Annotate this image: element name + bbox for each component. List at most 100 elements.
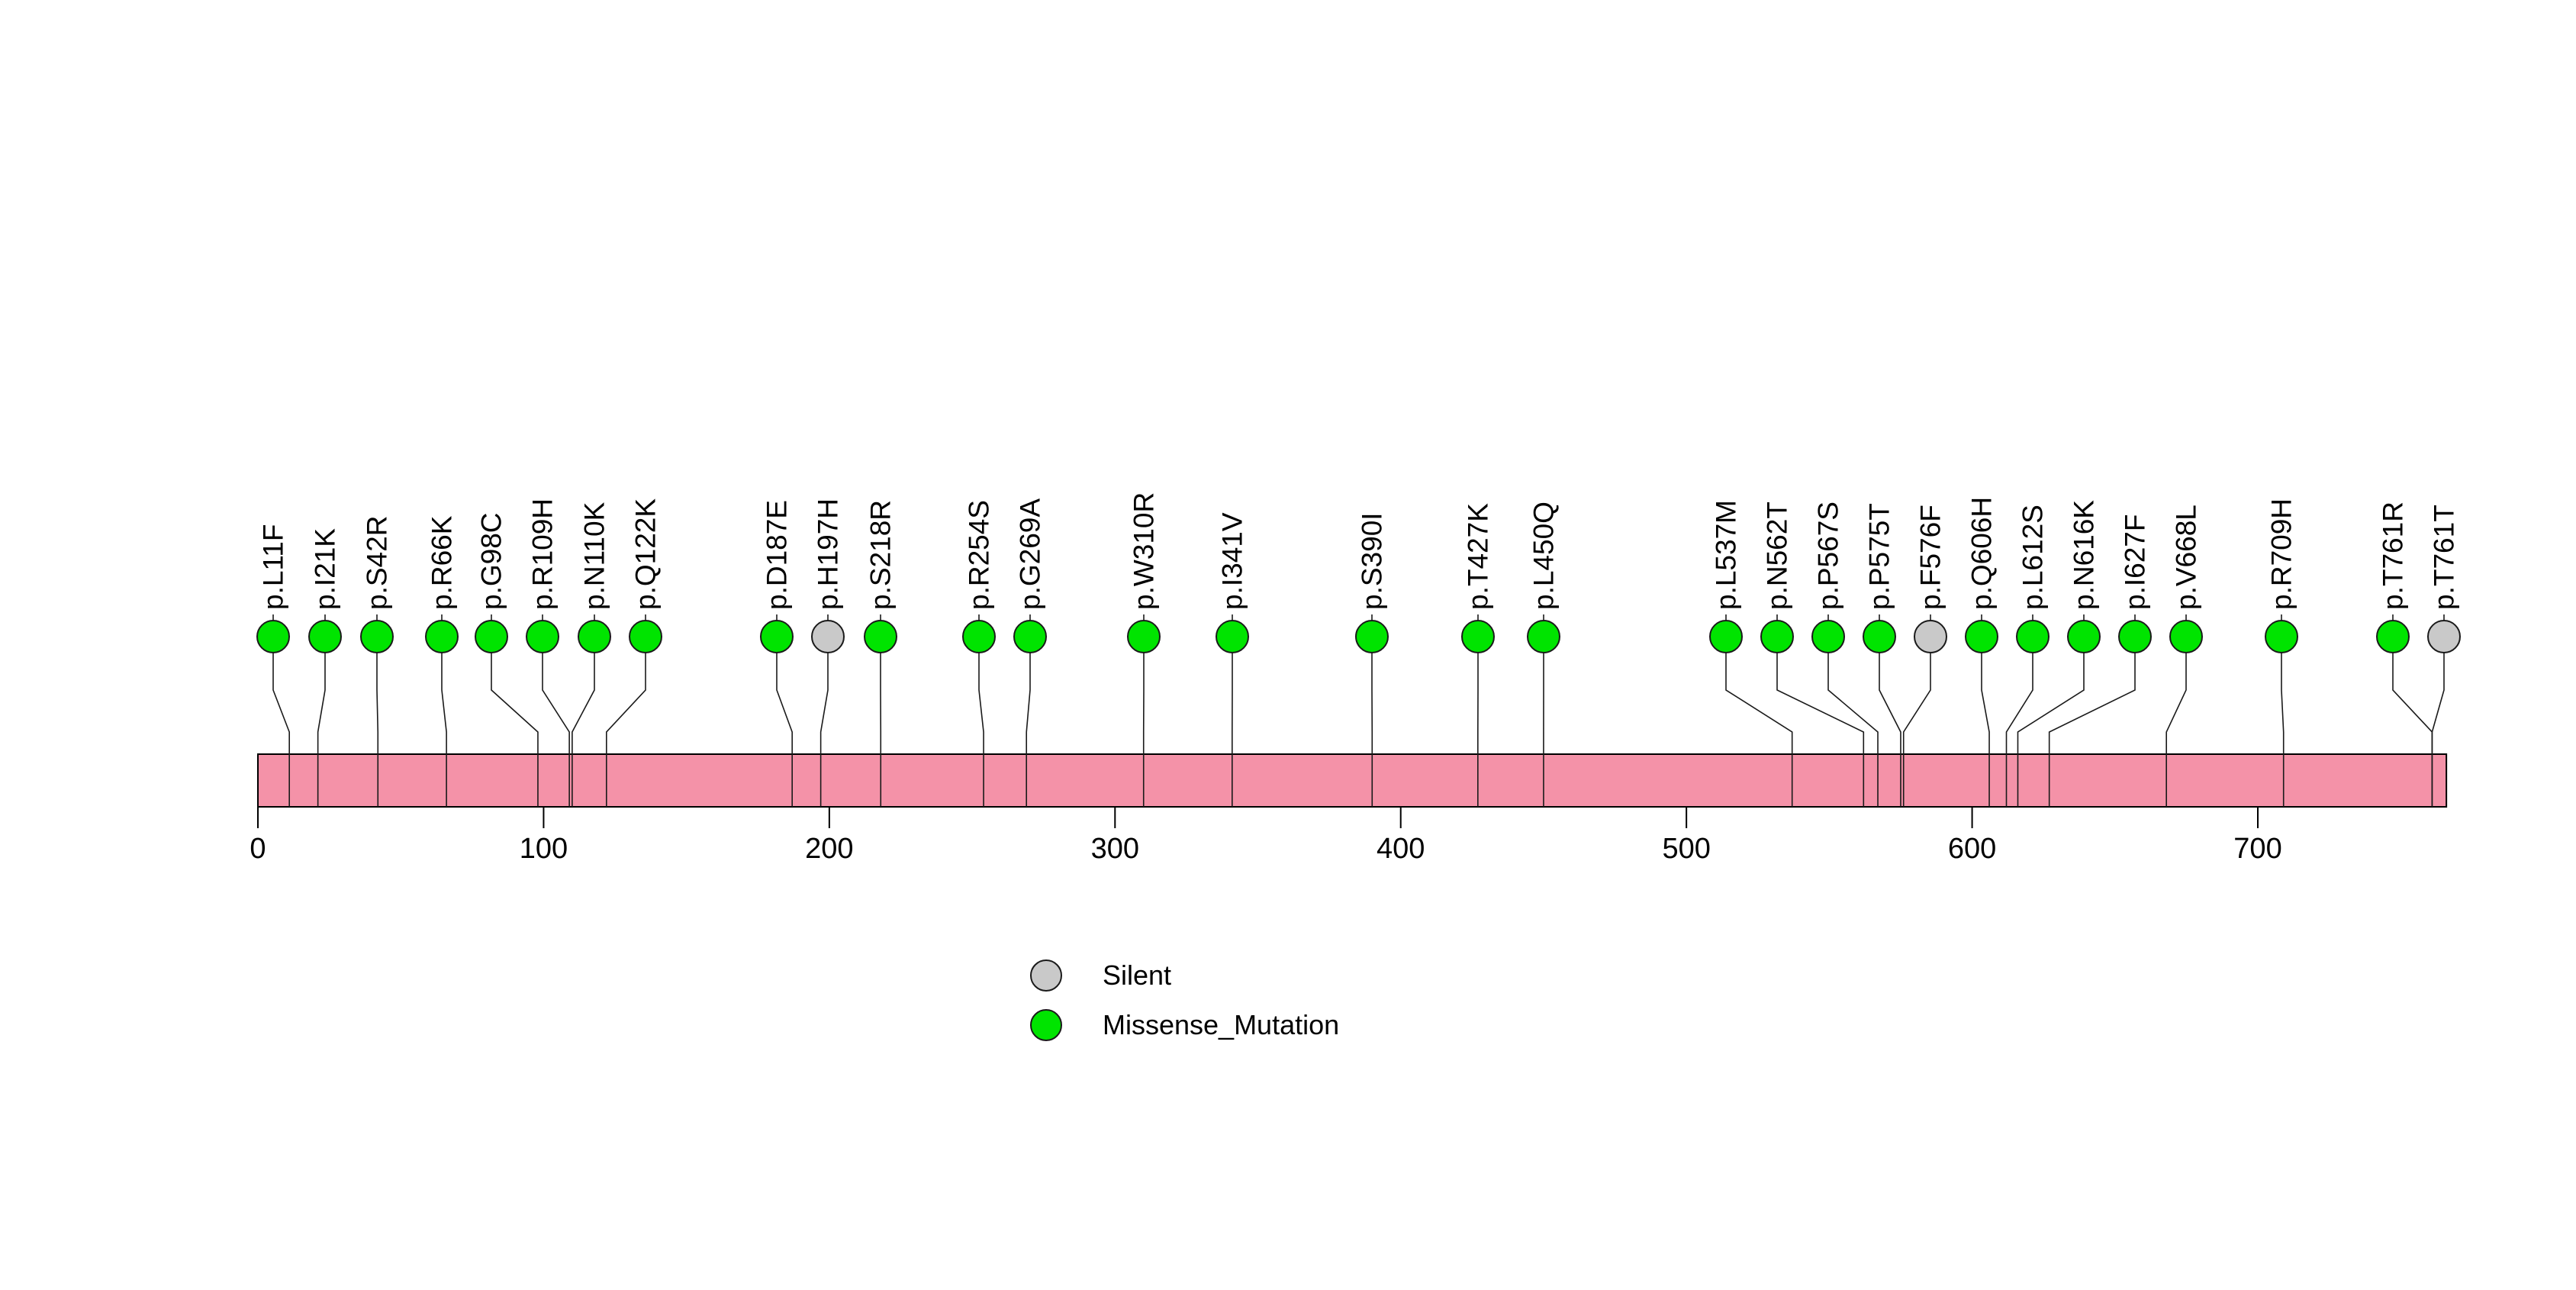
mutation-label: p.W310R xyxy=(1129,492,1160,610)
lollipop-stem xyxy=(2048,652,2136,807)
axis-tick-label: 500 xyxy=(1662,833,1710,865)
lollipop-stem xyxy=(272,652,290,807)
mutation-label: p.Q606H xyxy=(1966,497,1998,610)
mutation-label: p.L612S xyxy=(2017,505,2049,610)
mutation-label: p.V668L xyxy=(2171,505,2202,610)
mutation-label: p.G98C xyxy=(476,512,507,610)
lollipop-stem xyxy=(606,652,646,807)
lollipop-circle xyxy=(962,620,996,653)
mutation-label: p.N616K xyxy=(2069,500,2100,610)
lollipop-stem xyxy=(1879,652,1901,807)
lollipop-circle xyxy=(1355,620,1389,653)
lollipop-circle xyxy=(1863,620,1896,653)
mutation-label: p.H197H xyxy=(813,498,844,610)
lollipop-circle xyxy=(256,620,290,653)
lollipop-circle xyxy=(2376,620,2410,653)
lollipop-circle xyxy=(308,620,342,653)
lollipop-stem xyxy=(819,652,829,807)
lollipop-circle xyxy=(2169,620,2203,653)
lollipop-circle xyxy=(2265,620,2298,653)
lollipop-circle xyxy=(1216,620,1249,653)
mutation-label: p.L537M xyxy=(1711,500,1742,610)
lollipop-stem xyxy=(572,652,595,807)
lollipop-circle xyxy=(2016,620,2050,653)
axis-tick-label: 700 xyxy=(2233,833,2281,865)
mutation-label: p.I627F xyxy=(2120,514,2151,610)
lollipop-stem xyxy=(2431,652,2445,807)
lollipop-circle xyxy=(2067,620,2101,653)
lollipop-stem xyxy=(491,652,539,807)
protein-bar xyxy=(257,753,2448,808)
legend-label-missense: Missense_Mutation xyxy=(1103,1009,1340,1040)
axis-tick-label: 200 xyxy=(805,833,853,865)
lollipop-circle xyxy=(1461,620,1495,653)
mutation-label: p.R109H xyxy=(527,498,559,610)
lollipop-circle xyxy=(2118,620,2152,653)
lollipop-stem xyxy=(2005,652,2033,807)
mutation-label: p.N562T xyxy=(1762,501,1793,610)
mutation-label: p.D187E xyxy=(762,500,793,610)
axis-tick-label: 0 xyxy=(250,833,266,865)
legend-item-missense: Missense_Mutation xyxy=(1030,1008,1339,1042)
mutation-label: p.T761R xyxy=(2378,501,2409,610)
lollipop-stem xyxy=(2165,652,2187,807)
mutation-label: p.R709H xyxy=(2266,498,2297,610)
lollipop-circle xyxy=(526,620,559,653)
lollipop-circle xyxy=(1127,620,1161,653)
axis-tick-label: 600 xyxy=(1948,833,1996,865)
lollipop-circle xyxy=(1811,620,1845,653)
missense-circle-icon xyxy=(1030,1009,1062,1041)
mutation-label: p.R254S xyxy=(964,500,995,610)
lollipop-circle xyxy=(1965,620,1998,653)
mutation-label: p.L450Q xyxy=(1528,501,1560,610)
mutation-label: p.N110K xyxy=(579,501,610,610)
mutation-label: p.T761T xyxy=(2429,505,2460,610)
mutation-label: p.G269A xyxy=(1015,498,1046,610)
mutation-label: p.T427K xyxy=(1463,503,1494,610)
mutation-label: p.P567S xyxy=(1813,501,1844,610)
mutation-label: p.S218R xyxy=(865,500,897,610)
lollipop-circle xyxy=(1760,620,1794,653)
lollipop-circle xyxy=(864,620,897,653)
lollipop-stem xyxy=(1902,652,1931,807)
lollipop-circle xyxy=(578,620,611,653)
lollipop-stem xyxy=(1725,652,1793,807)
mutation-label: p.L11F xyxy=(258,524,289,610)
axis-tick-label: 100 xyxy=(520,833,568,865)
mutation-label: p.I341V xyxy=(1217,512,1248,610)
lollipop-stem xyxy=(1776,652,1865,807)
lollipop-circle xyxy=(760,620,794,653)
axis-tick-label: 400 xyxy=(1377,833,1425,865)
lollipop-circle xyxy=(811,620,845,653)
mutation-label: p.Q122K xyxy=(630,498,662,610)
lollipop-stem xyxy=(1827,652,1879,807)
lollipop-circle xyxy=(629,620,662,653)
mutation-label: p.R66K xyxy=(427,515,458,610)
legend-label-silent: Silent xyxy=(1103,959,1172,991)
lollipop-stem xyxy=(317,652,326,807)
lollipop-stem xyxy=(978,652,984,807)
lollipop-circle xyxy=(1709,620,1743,653)
legend-item-silent: Silent xyxy=(1030,959,1339,992)
lollipop-circle xyxy=(360,620,394,653)
silent-circle-icon xyxy=(1030,959,1062,992)
lollipop-stem xyxy=(2017,652,2085,807)
lollipop-stem xyxy=(1981,652,1990,807)
lollipop-circle xyxy=(1527,620,1560,653)
lollipop-circle xyxy=(2427,620,2461,653)
lollipop-stem xyxy=(776,652,793,807)
mutation-label: p.S390I xyxy=(1357,512,1388,610)
mutation-label: p.F576F xyxy=(1915,505,1946,610)
lollipop-stem xyxy=(441,652,447,807)
axis-tick-label: 300 xyxy=(1091,833,1139,865)
mutation-label: p.S42R xyxy=(362,516,393,610)
lollipop-circle xyxy=(425,620,459,653)
mutation-label: p.I21K xyxy=(310,528,341,610)
lollipop-stem xyxy=(1026,652,1031,807)
lollipop-circle xyxy=(1013,620,1047,653)
lollipop-circle xyxy=(1914,620,1947,653)
lollipop-circle xyxy=(475,620,508,653)
lollipop-stem xyxy=(542,652,570,807)
